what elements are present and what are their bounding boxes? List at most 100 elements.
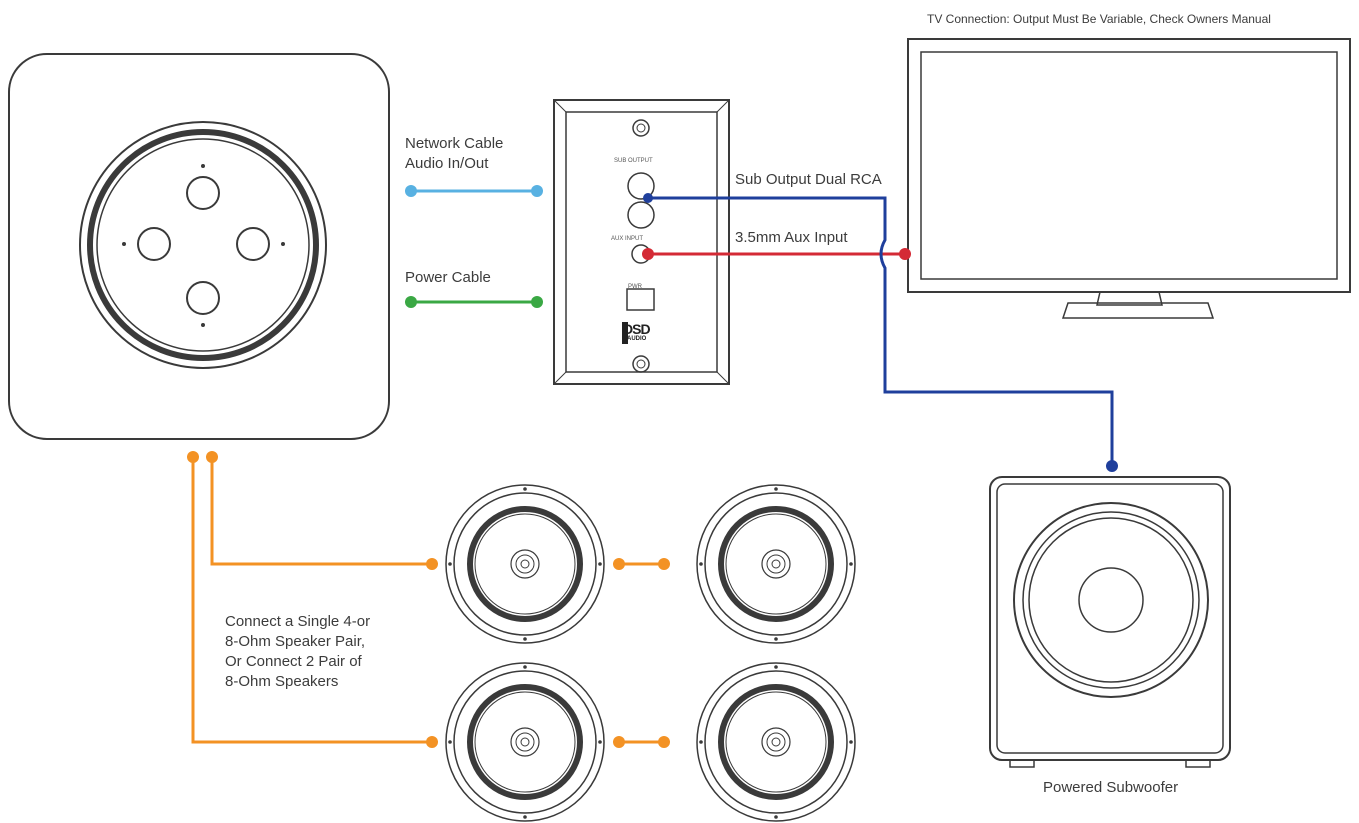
speaker-cable-end <box>658 736 670 748</box>
speaker-screw-icon <box>448 740 452 744</box>
tv-stand <box>1096 291 1163 306</box>
speaker-screw-icon <box>774 637 778 641</box>
wall-plate-brand: DSD <box>623 321 651 337</box>
subwoofer-foot-icon <box>1009 759 1035 768</box>
speaker-screw-icon <box>774 665 778 669</box>
indicator-dot-icon <box>122 242 126 246</box>
speaker-cable-end <box>187 451 199 463</box>
aux-cable <box>642 248 911 260</box>
wall-plate-port-label: PWR <box>628 284 642 290</box>
ceiling-speaker <box>445 484 605 644</box>
speaker-note-line: Connect a Single 4-or <box>225 613 371 630</box>
speaker-screw-icon <box>699 740 703 744</box>
subwoofer-inner <box>996 483 1224 754</box>
screw-top-icon <box>632 119 650 137</box>
speaker-screw-icon <box>774 815 778 819</box>
wall-plate-bevel <box>553 371 567 385</box>
speaker-cable-end <box>426 558 438 570</box>
brand-logo-icon <box>622 322 628 344</box>
subwoofer-cone-mid <box>1028 517 1194 683</box>
subwoofer-dustcap <box>1078 567 1144 633</box>
wall-plate-port-label: SUB OUTPUT <box>614 158 653 164</box>
in-ceiling-speakers <box>445 484 856 822</box>
speaker-unit-inner-ring <box>87 129 319 361</box>
screw-bottom-icon <box>632 355 650 373</box>
smart-speaker-unit <box>8 53 390 440</box>
subwoofer-cone-ring <box>1022 511 1200 689</box>
indicator-dot-icon <box>201 164 205 168</box>
aux-cable-end <box>642 248 654 260</box>
ceiling-speaker <box>445 662 605 822</box>
television <box>907 38 1351 319</box>
indicator-dot-icon <box>201 323 205 327</box>
speaker-screw-icon <box>523 815 527 819</box>
screw-bottom-icon <box>636 359 646 369</box>
speaker-screw-icon <box>774 487 778 491</box>
speaker-note-line: 8-Ohm Speaker Pair, <box>225 633 366 650</box>
speaker-screw-icon <box>448 562 452 566</box>
network-cable-end <box>531 185 543 197</box>
speaker-screw-icon <box>849 562 853 566</box>
tv-base <box>1061 302 1215 319</box>
speaker-screw-icon <box>699 562 703 566</box>
wall-plate-bevel <box>553 99 567 113</box>
power-cable-label: Power Cable <box>405 269 491 286</box>
rca-jack-bottom-icon <box>627 201 655 229</box>
speaker-unit-face <box>96 138 310 352</box>
usb-port-icon <box>626 288 655 311</box>
sub-cable <box>643 193 1118 472</box>
subwoofer-body <box>989 476 1231 761</box>
speaker-note-line: 8-Ohm Speakers <box>225 673 339 690</box>
ceiling-speaker <box>696 484 856 644</box>
button-left-icon <box>137 227 171 261</box>
speaker-unit-outer-ring <box>79 121 327 369</box>
speaker-screw-icon <box>523 637 527 641</box>
speaker-cable-end <box>658 558 670 570</box>
speaker-cables <box>187 451 670 748</box>
button-right-icon <box>236 227 270 261</box>
network-cable-end <box>405 185 417 197</box>
speaker-cable-end <box>613 736 625 748</box>
speaker-screw-icon <box>523 487 527 491</box>
wall-plate-bevel <box>716 99 730 113</box>
network-cable-sublabel: Audio In/Out <box>405 155 489 172</box>
tv-connection-note: TV Connection: Output Must Be Variable, … <box>927 12 1271 26</box>
speaker-screw-icon <box>849 740 853 744</box>
speaker-screw-icon <box>523 665 527 669</box>
tv-screen <box>920 51 1338 280</box>
network-cable <box>405 185 543 197</box>
subwoofer <box>989 476 1231 768</box>
rca-jack-top-icon <box>627 172 655 200</box>
wall-plate <box>553 99 730 385</box>
wall-plate-outer <box>553 99 730 385</box>
speaker-cable-end <box>613 558 625 570</box>
tv-frame <box>907 38 1351 293</box>
subwoofer-label: Powered Subwoofer <box>1043 779 1179 796</box>
power-cable-end <box>405 296 417 308</box>
speaker-screw-icon <box>598 740 602 744</box>
power-cable <box>405 296 543 308</box>
wall-plate-brand-sub: AUDIO <box>627 336 647 342</box>
network-cable-label: Network Cable <box>405 135 504 152</box>
wall-plate-bevel <box>716 371 730 385</box>
button-top-icon <box>186 176 220 210</box>
speaker-unit-body <box>8 53 390 440</box>
speaker-cable-end <box>426 736 438 748</box>
button-bottom-icon <box>186 281 220 315</box>
speaker-note-line: Or Connect 2 Pair of <box>225 653 362 670</box>
subwoofer-foot-icon <box>1185 759 1211 768</box>
power-cable-end <box>531 296 543 308</box>
ceiling-speaker <box>696 662 856 822</box>
indicator-dot-icon <box>281 242 285 246</box>
aux-input-label: 3.5mm Aux Input <box>735 229 848 246</box>
wall-plate-port-label: AUX INPUT <box>611 236 644 242</box>
sub-output-label: Sub Output Dual RCA <box>735 171 882 188</box>
speaker-screw-icon <box>598 562 602 566</box>
screw-top-icon <box>636 123 646 133</box>
speaker-cable-end <box>206 451 218 463</box>
subwoofer-cone-outer <box>1013 502 1209 698</box>
sub-cable-end <box>1106 460 1118 472</box>
sub-cable-end <box>643 193 653 203</box>
aux-cable-end <box>899 248 911 260</box>
